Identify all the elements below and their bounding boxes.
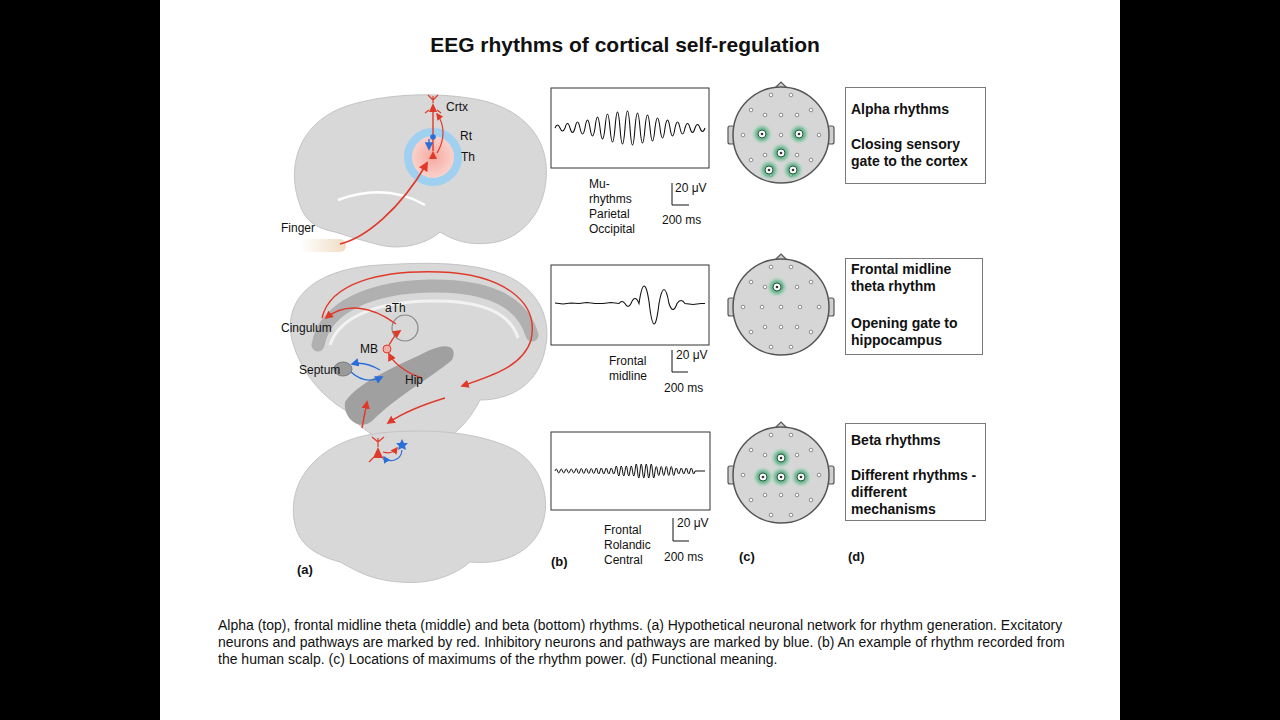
box-heading: Frontal midline theta rhythm (851, 261, 977, 295)
dendrite (369, 437, 386, 462)
alpha-waveform (555, 111, 705, 145)
papez-circuit (322, 272, 532, 386)
electrode-maximum (770, 447, 792, 469)
anterior-thalamus (392, 315, 418, 341)
rhythm-function-box: Beta rhythmsDifferent rhythms - differen… (845, 423, 986, 521)
theta-waveform (555, 286, 705, 324)
brain-sulcus (338, 192, 425, 205)
axon (432, 112, 433, 151)
recording-site-label: Mu-rhythms Parietal Occipital (589, 177, 635, 237)
reticular-neuron (430, 134, 436, 140)
panel-letter: (a) (297, 562, 313, 577)
structure-label: Cingulum (281, 321, 332, 336)
electrode-maximum (766, 276, 788, 298)
structure-label: Hip (405, 373, 423, 388)
thalamus-region (408, 132, 458, 182)
rhythm-function-box: Alpha rhythmsClosing sensory gate to the… (845, 87, 986, 184)
structure-label: Th (461, 150, 475, 165)
inhibitory-pathway (384, 450, 402, 461)
scalp-map (728, 422, 834, 523)
waveform-frame (551, 88, 709, 168)
cortical-neuron (429, 103, 437, 112)
rhythm-function-box: Frontal midline theta rhythmOpening gate… (845, 258, 983, 355)
finger-shape (300, 239, 346, 252)
time-scale: 200 ms (664, 550, 703, 565)
cingulum-band (318, 286, 532, 345)
electrode-maximum (751, 123, 773, 145)
box-body: Closing sensory gate to the cortex (851, 136, 980, 170)
time-scale: 200 ms (664, 381, 703, 396)
amplitude-scale: 20 μV (675, 181, 707, 196)
electrode-maximum (790, 466, 812, 488)
thalamic-neuron (429, 151, 437, 159)
figure-caption: Alpha (top), frontal midline theta (midd… (218, 617, 1076, 668)
sensory-pathway (340, 163, 427, 244)
hippocampal-input (362, 402, 367, 428)
panel-letter: (c) (739, 549, 755, 564)
box-body: Different rhythms - different mechanisms (851, 467, 980, 518)
recording-site-label: Frontal Rolandic Central (604, 523, 651, 568)
brain-medial (290, 263, 547, 448)
excitatory-pathway (383, 448, 397, 453)
scalp-map (728, 82, 834, 183)
structure-label: Septum (299, 363, 340, 378)
electrode-maximum (770, 466, 792, 488)
time-scale: 200 ms (662, 213, 701, 228)
mammillothalamic-tract (389, 331, 400, 345)
structure-label: Crtx (446, 100, 468, 115)
waveform-frame (551, 432, 710, 510)
slide-background (160, 0, 1120, 720)
beta-waveform (555, 464, 705, 478)
box-heading: Alpha rhythms (851, 101, 980, 118)
brain-lateral (294, 95, 546, 247)
hippocampus-shape (345, 346, 454, 425)
structure-label: MB (360, 342, 378, 357)
electrode-maximum (782, 159, 804, 181)
pyramidal-neuron (373, 447, 383, 458)
hippocampal-pathway (388, 398, 445, 423)
waveform-frame (551, 265, 709, 345)
structure-label: Finger (281, 221, 315, 236)
diagram-title: EEG rhythms of cortical self-regulation (260, 32, 990, 58)
brain-lateral (293, 431, 545, 583)
septal-feedback (352, 363, 380, 370)
box-body: Opening gate to hippocampus (851, 315, 977, 349)
inhibitory-pathway (428, 139, 429, 149)
recording-site-label: Frontal midline (609, 354, 647, 384)
interneuron (396, 439, 408, 450)
panel-letter: (d) (848, 549, 865, 564)
thalamocortical-pathway (437, 114, 443, 153)
box-heading: Beta rhythms (851, 432, 980, 449)
electrode-maximum (758, 159, 780, 181)
mammillary-body (383, 345, 391, 353)
panel-letter: (b) (551, 554, 568, 569)
structure-label: aTh (385, 301, 406, 316)
structure-label: Rt (460, 129, 472, 144)
scalp-map (728, 254, 834, 355)
dendrite (425, 95, 441, 113)
amplitude-scale: 20 μV (677, 516, 709, 531)
amplitude-scale: 20 μV (676, 348, 708, 363)
electrode-maximum (788, 123, 810, 145)
septal-pathway (351, 372, 382, 380)
